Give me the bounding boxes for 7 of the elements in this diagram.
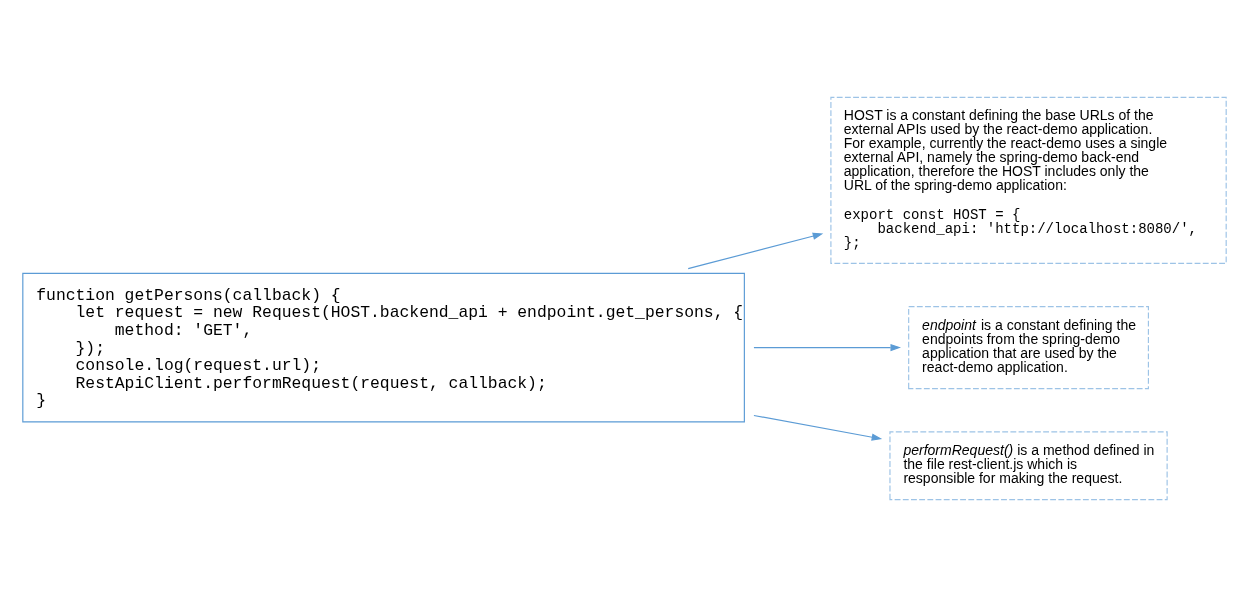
node-box: performRequest() is a method defined in the file rest-client.js which is responsible for making the request. <box>889 430 1168 500</box>
arrow <box>687 232 824 269</box>
node-box: function getPersons(callback) { let request = new Request(HOST.backend_api + endpoint.get_persons, { method: 'GET', }); console.log(request.url); RestApiClient.performRequest(request, callback); } <box>22 272 745 422</box>
arrow <box>753 414 883 441</box>
node-box: HOST is a constant defining the base URLs of the external APIs used by the react-demo application. For example, currently the react-demo uses a single external API, namely the spring-demo back-end application, therefore the HOST includes only the URL of the spring-demo application: export const HOST = { backend_api: 'http://localhost:8080/', }; <box>830 96 1227 264</box>
node-box: endpoint is a constant defining the endpoints from the spring-demo application that are used by the react-demo application. <box>908 305 1149 389</box>
arrow <box>753 343 901 351</box>
